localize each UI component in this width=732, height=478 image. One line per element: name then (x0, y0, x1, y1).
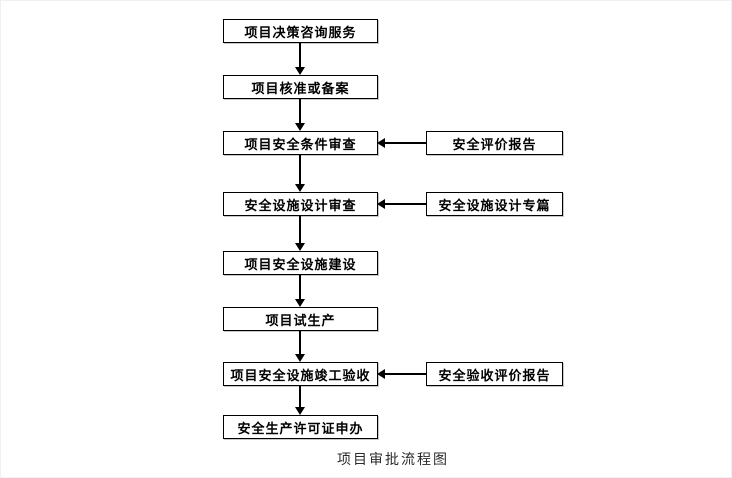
arrow-down-1-line (299, 43, 301, 68)
arrow-left-acceptance-report-head-icon (377, 369, 385, 379)
arrow-down-2-head-icon (295, 123, 305, 131)
arrow-down-6-line (299, 331, 301, 355)
arrow-down-4-line (299, 216, 301, 244)
arrow-left-safety-evaluation-line (385, 142, 426, 144)
side-node-design-special-chapter: 安全设施设计专篇 (426, 192, 563, 216)
arrow-down-5-line (299, 275, 301, 300)
node-safety-facility-design-review: 安全设施设计审查 (223, 192, 378, 216)
arrow-down-2-line (299, 99, 301, 124)
diagram-caption: 项目审批流程图 (337, 453, 449, 468)
arrow-left-safety-evaluation-head-icon (377, 138, 385, 148)
arrow-down-3-head-icon (295, 184, 305, 192)
node-trial-production: 项目试生产 (223, 307, 378, 331)
arrow-left-design-chapter-head-icon (377, 199, 385, 209)
node-completion-acceptance: 项目安全设施竣工验收 (223, 362, 378, 386)
node-safety-condition-review: 项目安全条件审查 (223, 131, 378, 155)
arrow-down-3-line (299, 155, 301, 185)
arrow-down-4-head-icon (295, 243, 305, 251)
node-production-license-application: 安全生产许可证申办 (223, 415, 378, 439)
node-decision-consulting-service: 项目决策咨询服务 (223, 19, 378, 43)
arrow-left-design-chapter-line (385, 203, 426, 205)
arrow-down-1-head-icon (295, 67, 305, 75)
side-node-safety-evaluation-report: 安全评价报告 (426, 131, 563, 155)
side-node-acceptance-evaluation-report: 安全验收评价报告 (426, 362, 563, 386)
arrow-down-7-head-icon (295, 407, 305, 415)
arrow-left-acceptance-report-line (385, 373, 426, 375)
node-safety-facility-construction: 项目安全设施建设 (223, 251, 378, 275)
arrow-down-7-line (299, 386, 301, 408)
arrow-down-5-head-icon (295, 299, 305, 307)
node-project-approval-or-filing: 项目核准或备案 (223, 75, 378, 99)
arrow-down-6-head-icon (295, 354, 305, 362)
